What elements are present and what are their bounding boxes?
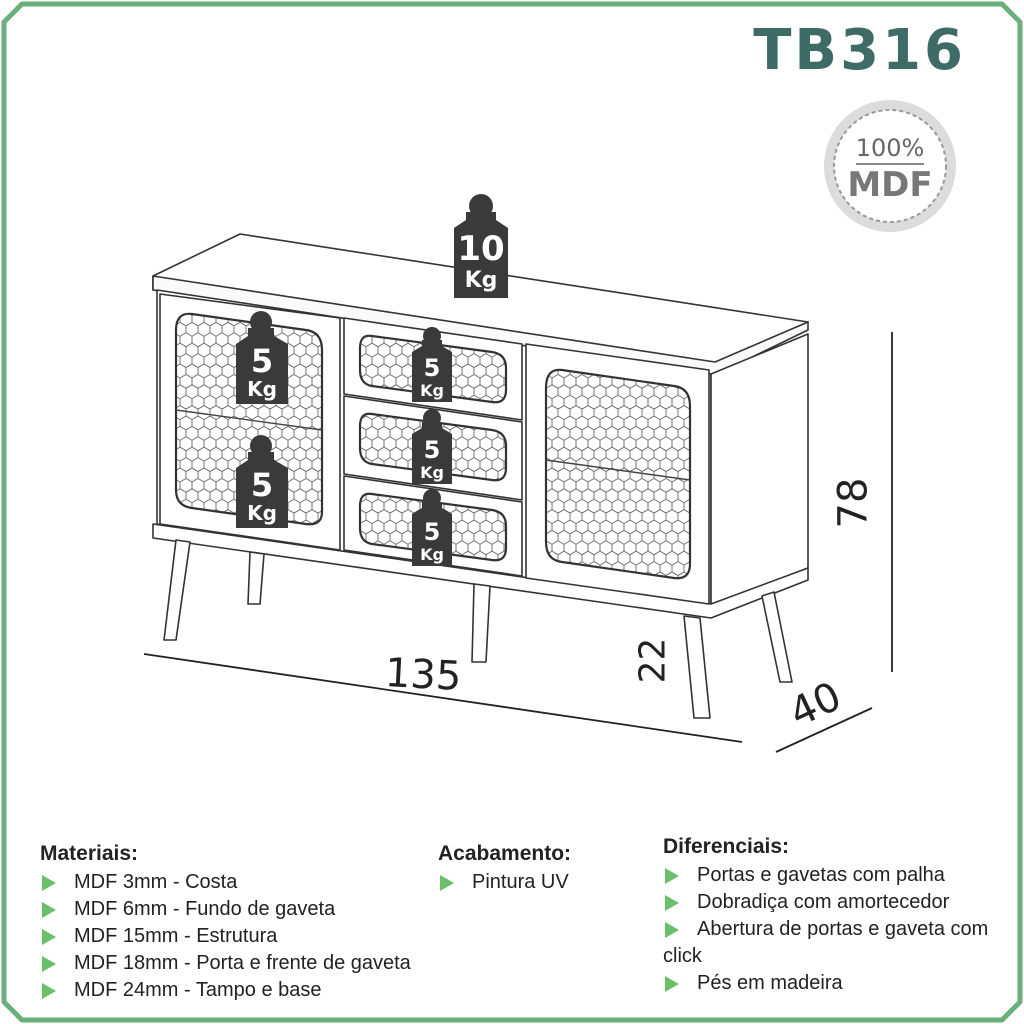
bullet-arrow-icon xyxy=(665,868,679,884)
acabamento-section: Acabamento: Pintura UV xyxy=(438,840,638,896)
weight-drawer-3-unit: Kg xyxy=(420,545,444,564)
badge-bottom: MDF xyxy=(847,165,932,205)
weight-tag-drawer-2 xyxy=(412,409,452,484)
bullet-arrow-icon xyxy=(665,922,679,938)
cabinet-side xyxy=(710,333,809,607)
leg xyxy=(163,539,191,641)
bullet-arrow-icon xyxy=(42,983,56,999)
list-item: Portas e gavetas com palha xyxy=(663,862,1013,889)
materiais-section: Materiais: MDF 3mm - Costa MDF 6mm - Fun… xyxy=(40,840,500,1004)
mdf-badge: 100% MDF xyxy=(824,100,956,232)
list-item: MDF 6mm - Fundo de gaveta xyxy=(40,896,500,923)
height-dimension: 78 xyxy=(830,477,877,529)
weight-tag-top xyxy=(454,194,508,298)
weight-drawer-1-value: 5 xyxy=(424,354,441,382)
bullet-arrow-icon xyxy=(42,956,56,972)
weight-tag-drawer-3 xyxy=(412,489,452,566)
bullet-arrow-icon xyxy=(665,976,679,992)
weight-tag-door-lower xyxy=(236,435,288,528)
bullet-arrow-icon xyxy=(440,875,454,891)
leg xyxy=(683,615,711,719)
acabamento-title: Acabamento: xyxy=(438,842,572,865)
weight-tag-drawer-1 xyxy=(412,327,452,402)
list-item: Dobradiça com amortecedor xyxy=(663,889,1013,916)
list-item: Abertura de portas e gaveta com click xyxy=(663,918,989,967)
bullet-arrow-icon xyxy=(42,875,56,891)
weight-top-value: 10 xyxy=(457,229,504,269)
weight-top-unit: Kg xyxy=(465,268,498,293)
bullet-arrow-icon xyxy=(42,902,56,918)
list-item: MDF 24mm - Tampo e base xyxy=(40,977,500,1004)
diferenciais-title: Diferenciais: xyxy=(663,835,790,858)
weight-drawer-3-value: 5 xyxy=(424,518,441,546)
bullet-arrow-icon xyxy=(42,929,56,945)
leg xyxy=(247,551,265,605)
list-item: MDF 3mm - Costa xyxy=(40,869,500,896)
leg-height-dimension: 22 xyxy=(632,637,674,684)
model-code: TB316 xyxy=(753,18,966,83)
weight-drawer-2-unit: Kg xyxy=(420,463,444,482)
leg xyxy=(761,591,793,683)
materiais-title: Materiais: xyxy=(40,842,139,865)
list-item: MDF 18mm - Porta e frente de gaveta xyxy=(40,950,500,977)
bullet-arrow-icon xyxy=(665,895,679,911)
diferenciais-section: Diferenciais: Portas e gavetas com palha… xyxy=(663,833,1013,997)
depth-dimension-line xyxy=(775,707,873,753)
weight-door-lower-value: 5 xyxy=(251,466,273,504)
width-dimension-line xyxy=(143,653,743,743)
weight-door-lower-unit: Kg xyxy=(247,501,277,525)
furniture-drawing: 10 Kg 5 Kg 5 Kg 5 Kg 5 Kg 5 Kg xyxy=(143,194,893,753)
list-item: Pés em madeira xyxy=(663,970,1013,997)
weight-drawer-2-value: 5 xyxy=(424,436,441,464)
weight-drawer-1-unit: Kg xyxy=(420,381,444,400)
right-door-mesh xyxy=(544,368,692,580)
list-item: MDF 15mm - Estrutura xyxy=(40,923,500,950)
badge-top: 100% xyxy=(856,134,925,162)
list-item: Pintura UV xyxy=(438,869,638,896)
weight-door-upper-value: 5 xyxy=(251,342,273,380)
leg xyxy=(471,583,491,663)
width-dimension: 135 xyxy=(383,650,463,700)
weight-tag-door-upper xyxy=(236,311,288,404)
weight-door-upper-unit: Kg xyxy=(247,377,277,401)
